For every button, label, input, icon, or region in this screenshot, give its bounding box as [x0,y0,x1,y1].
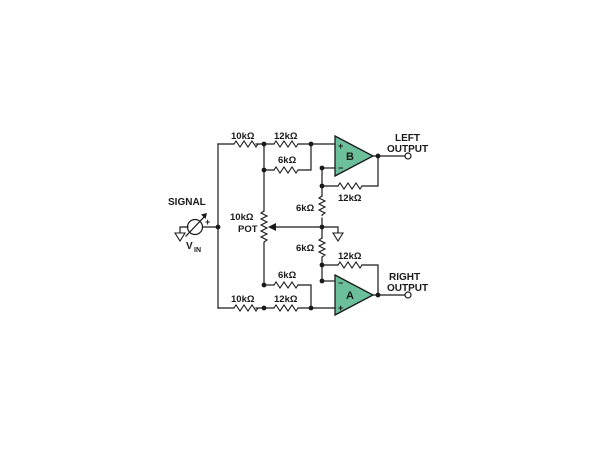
label-r-bottom-series: 12kΩ [274,294,298,305]
vin-label: V [186,241,193,252]
label-r-top-feedback: 12kΩ [338,193,362,204]
opamp-a-plus: + [338,303,343,313]
opamp-a-minus: − [338,278,343,288]
left-output-label-line2: OUTPUT [387,144,428,155]
opamp-a: − + A [334,273,375,317]
right-output-label-line2: OUTPUT [387,283,428,294]
ground-symbol-middle [332,232,344,243]
label-r-bottom-parallel: 6kΩ [278,270,297,281]
junction-dots [215,141,381,311]
potentiometer [259,210,269,243]
resistor-top-series [273,140,302,148]
label-r-top-input: 10kΩ [231,131,255,142]
resistor-bottom-parallel [273,281,302,289]
resistor-top-input [233,140,259,148]
opamp-b-plus: + [338,141,343,151]
wires [202,143,406,309]
opamp-b-minus: − [338,163,343,173]
pot-label: POT [238,224,258,235]
signal-source: + [185,213,210,237]
resistor-bottom-series [273,304,302,312]
opamp-b: + − B [334,134,375,178]
label-r-top-parallel: 6kΩ [278,155,297,166]
resistor-mid-upper [317,195,327,216]
resistor-bottom-feedback [337,261,363,269]
labels: SIGNAL V IN 10kΩ POT 10kΩ 12kΩ 6kΩ 12kΩ … [168,131,428,305]
resistor-mid-lower [317,237,327,258]
ground-symbol-source [174,226,187,243]
signal-label: SIGNAL [168,197,206,208]
pot-wiper-arrow [268,223,276,231]
label-r-bottom-feedback: 12kΩ [338,251,362,262]
pot-value-label: 10kΩ [230,212,254,223]
resistor-top-feedback [337,182,363,190]
left-output-label-line1: LEFT [395,133,420,144]
resistors [233,140,363,312]
vin-subscript: IN [194,247,201,254]
opamp-a-label: A [346,290,354,302]
resistor-top-parallel [273,166,302,174]
left-output-terminal [404,152,412,160]
label-r-mid-upper: 6kΩ [296,203,315,214]
opamp-b-label: B [346,151,354,163]
resistor-bottom-input [233,304,259,312]
label-r-bottom-input: 10kΩ [231,294,255,305]
label-r-top-series: 12kΩ [274,131,298,142]
right-output-label-line1: RIGHT [389,272,420,283]
source-plus: + [205,217,210,227]
right-output-terminal [404,291,412,299]
label-r-mid-lower: 6kΩ [296,243,315,254]
